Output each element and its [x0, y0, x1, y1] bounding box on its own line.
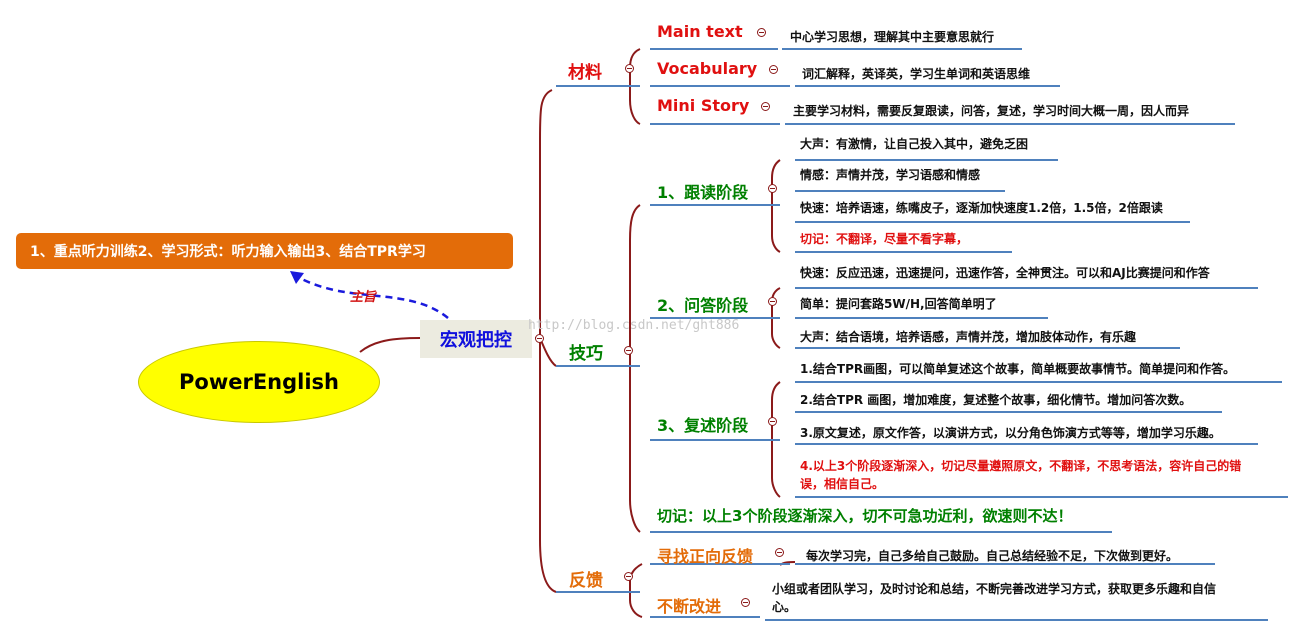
stage-3-warning[interactable]: 4.以上3个阶段逐渐深入，切记尽量遵照原文，不翻译，不思考语法，容许自己的错	[800, 459, 1242, 473]
stage-2-label[interactable]: 2、问答阶段	[657, 296, 749, 315]
collapse-main-text-icon[interactable]	[757, 28, 766, 37]
materials-main-text[interactable]: Main text	[657, 22, 743, 41]
feedback-improve-note-cont: 心。	[772, 600, 797, 614]
feedback-positive[interactable]: 寻找正向反馈	[657, 547, 754, 566]
collapse-stage-2-icon[interactable]	[768, 297, 777, 306]
collapse-improve-icon[interactable]	[741, 598, 750, 607]
collapse-skills-icon[interactable]	[624, 346, 633, 355]
collapse-mini-story-icon[interactable]	[761, 102, 770, 111]
materials-mini-story[interactable]: Mini Story	[657, 96, 750, 115]
main-text-note[interactable]: 中心学习思想，理解其中主要意思就行	[790, 30, 995, 44]
stage-1-note[interactable]: 快速：培养语速，练嘴皮子，逐渐加快速度1.2倍，1.5倍，2倍跟读	[800, 201, 1163, 215]
collapse-central-icon[interactable]	[535, 334, 544, 343]
branch-materials[interactable]: 材料	[568, 63, 602, 83]
stage-1-note[interactable]: 情感：声情并茂，学习语感和情感	[800, 168, 981, 182]
vocabulary-note[interactable]: 词汇解释，英译英，学习生单词和英语思维	[802, 67, 1031, 81]
collapse-stage-1-icon[interactable]	[768, 184, 777, 193]
stage-3-warning-cont: 误，相信自己。	[800, 477, 885, 491]
stage-2-note[interactable]: 大声：结合语境，培养语感，声情并茂，增加肢体动作，有乐趣	[800, 330, 1137, 344]
branch-skills[interactable]: 技巧	[569, 344, 603, 364]
floating-topic[interactable]: 1、重点听力训练2、学习形式：听力输入输出3、结合TPR学习	[16, 233, 513, 269]
relationship-label: 主旨	[350, 290, 377, 305]
root-node[interactable]: PowerEnglish	[138, 341, 380, 423]
branch-feedback[interactable]: 反馈	[569, 571, 603, 591]
stage-2-note[interactable]: 快速：反应迅速，迅速提问，迅速作答，全神贯注。可以和AJ比赛提问和作答	[800, 266, 1210, 280]
central-node[interactable]: 宏观把控	[420, 320, 532, 358]
collapse-materials-icon[interactable]	[625, 64, 634, 73]
watermark: http://blog.csdn.net/ght886	[528, 318, 740, 333]
skills-warning[interactable]: 切记：以上3个阶段逐渐深入，切不可急功近利，欲速则不达！	[657, 507, 1073, 525]
feedback-improve[interactable]: 不断改进	[657, 597, 722, 616]
stage-3-note[interactable]: 1.结合TPR画图，可以简单复述这个故事，简单概要故事情节。简单提问和作答。	[800, 362, 1236, 376]
materials-vocabulary[interactable]: Vocabulary	[657, 59, 758, 78]
feedback-improve-note[interactable]: 小组或者团队学习，及时讨论和总结，不断完善改进学习方式，获取更多乐趣和自信	[772, 582, 1217, 596]
collapse-vocabulary-icon[interactable]	[769, 65, 778, 74]
stage-1-label[interactable]: 1、跟读阶段	[657, 183, 749, 202]
collapse-positive-icon[interactable]	[775, 548, 784, 557]
stage-3-note[interactable]: 2.结合TPR 画图，增加难度，复述整个故事，细化情节。增加问答次数。	[800, 393, 1192, 407]
collapse-feedback-icon[interactable]	[624, 572, 633, 581]
stage-3-note[interactable]: 3.原文复述，原文作答，以演讲方式，以分角色饰演方式等等，增加学习乐趣。	[800, 426, 1221, 440]
stage-1-note[interactable]: 大声：有激情，让自己投入其中，避免乏困	[800, 137, 1029, 151]
stage-1-warning[interactable]: 切记：不翻译，尽量不看字幕，	[800, 232, 969, 246]
stage-2-note[interactable]: 简单：提问套路5W/H,回答简单明了	[800, 297, 997, 311]
mini-story-note[interactable]: 主要学习材料，需要反复跟读，问答，复述，学习时间大概一周，因人而异	[793, 104, 1190, 118]
stage-3-label[interactable]: 3、复述阶段	[657, 416, 749, 435]
collapse-stage-3-icon[interactable]	[768, 417, 777, 426]
feedback-positive-note[interactable]: 每次学习完，自己多给自己鼓励。自己总结经验不足，下次做到更好。	[806, 549, 1179, 563]
